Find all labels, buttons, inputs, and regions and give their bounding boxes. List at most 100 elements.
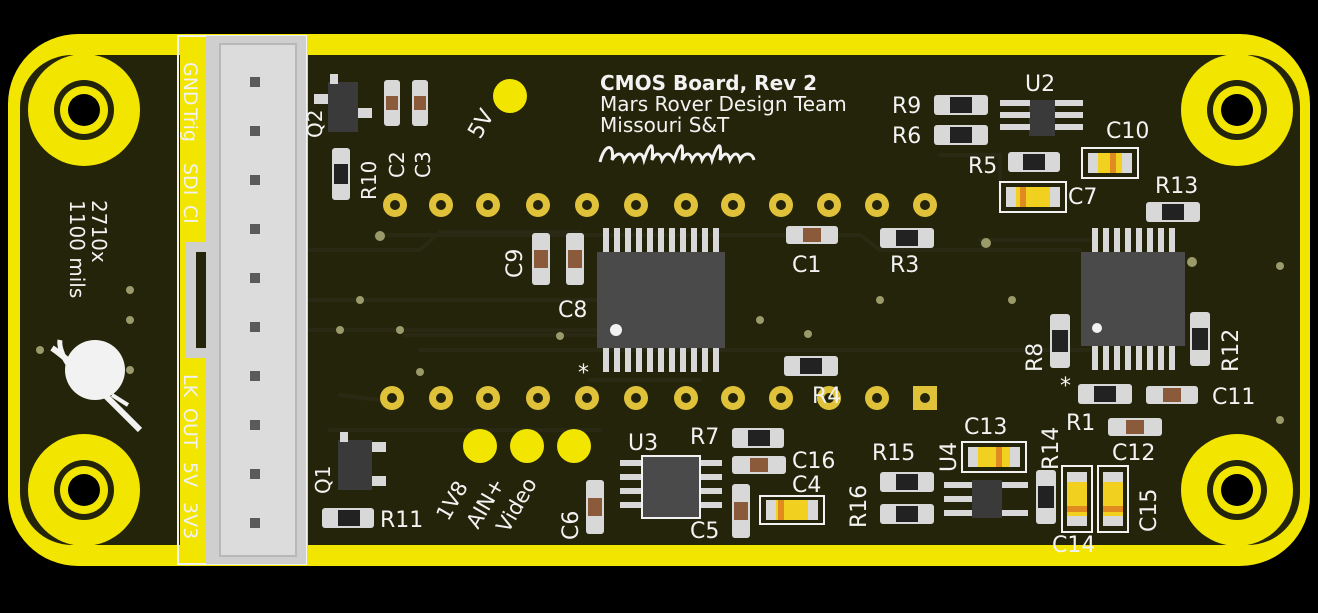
board-size-line1: 2710x (87, 200, 111, 263)
resistor-r11 (322, 508, 374, 528)
mounting-hole-bottom-left (28, 434, 140, 546)
label-c4: C4 (792, 473, 821, 498)
mounting-hole-top-right (1181, 54, 1293, 166)
pin1-marker-left: * (578, 361, 589, 386)
label-c10: C10 (1106, 119, 1149, 144)
connector-label-5v: 5V (179, 462, 201, 487)
label-c3: C3 (411, 151, 435, 178)
header-row-top (383, 193, 937, 217)
test-point-5v (493, 79, 527, 113)
label-c2: C2 (385, 151, 409, 178)
label-c8: C8 (558, 298, 587, 323)
label-u3: U3 (628, 431, 658, 456)
capacitor-c2 (384, 80, 400, 126)
label-c16: C16 (792, 449, 835, 474)
label-c11: C11 (1212, 385, 1255, 410)
capacitor-c10 (1081, 147, 1139, 179)
test-point-ain (510, 429, 544, 463)
label-c14: C14 (1052, 533, 1095, 558)
resistor-r3 (880, 228, 934, 248)
resistor-r15 (880, 472, 934, 492)
label-q2: Q2 (303, 110, 327, 138)
board-size-line2: 1100 mils (65, 200, 89, 298)
header-row-bottom (380, 386, 937, 410)
label-c9: C9 (503, 249, 528, 278)
ic-main-right (1081, 228, 1185, 370)
label-c1: C1 (792, 253, 821, 278)
label-c15: C15 (1137, 489, 1162, 532)
label-r5: R5 (968, 154, 997, 179)
label-r6: R6 (892, 124, 921, 149)
connector-label-3v3: 3V3 (179, 502, 201, 539)
capacitor-c9 (532, 233, 550, 285)
label-r12: R12 (1219, 329, 1244, 372)
label-r9: R9 (892, 94, 921, 119)
label-c13: C13 (964, 415, 1007, 440)
label-r7: R7 (690, 425, 719, 450)
mounting-hole-bottom-right (1181, 434, 1293, 546)
connector-label-gnd: GND (179, 62, 201, 106)
resistor-r14 (1036, 470, 1056, 524)
label-r15: R15 (872, 441, 915, 466)
board-title: CMOS Board, Rev 2 (600, 71, 817, 95)
label-c6: C6 (559, 511, 584, 540)
label-u4: U4 (937, 442, 962, 472)
resistor-r16 (880, 504, 934, 524)
pin1-marker-right: * (1060, 374, 1071, 399)
vias (36, 231, 1284, 424)
resistor-r12 (1190, 312, 1210, 366)
connector-label-cl: Cl (179, 205, 201, 224)
resistor-r5 (1008, 152, 1060, 172)
capacitor-c16 (732, 456, 786, 474)
capacitor-c8 (566, 233, 584, 285)
resistor-r7 (732, 428, 784, 448)
resistor-r9 (934, 95, 988, 115)
label-r11: R11 (380, 508, 423, 533)
label-r4: R4 (812, 384, 841, 409)
label-c7: C7 (1068, 185, 1097, 210)
ic-u4 (944, 480, 1028, 518)
label-r8: R8 (1023, 343, 1048, 372)
capacitor-c13 (961, 441, 1027, 473)
capacitor-c7 (999, 181, 1067, 213)
school-name: Missouri S&T (600, 113, 730, 137)
connector-label-lk: LK (179, 374, 201, 398)
capacitor-c5 (732, 484, 750, 538)
label-r3: R3 (890, 253, 919, 278)
label-r14: R14 (1039, 427, 1064, 470)
mounting-hole-top-left (28, 54, 140, 166)
team-logo (50, 339, 143, 433)
signature-mark (598, 144, 756, 166)
capacitor-c1 (786, 226, 838, 244)
label-r10: R10 (357, 161, 381, 200)
resistor-r4 (784, 356, 838, 376)
capacitor-c3 (412, 80, 428, 126)
resistor-r1 (1078, 384, 1132, 404)
resistor-r10 (332, 148, 350, 200)
ic-main-left (597, 228, 725, 372)
transistor-q2 (314, 74, 372, 132)
capacitor-c11 (1146, 386, 1198, 404)
transistor-q1 (338, 432, 386, 490)
test-point-video (557, 429, 591, 463)
team-name: Mars Rover Design Team (600, 92, 847, 116)
label-r16: R16 (847, 485, 872, 528)
connector-label-out: OUT (179, 408, 201, 449)
capacitor-c15 (1097, 465, 1129, 533)
capacitor-c4 (759, 495, 825, 525)
label-r1: R1 (1066, 411, 1095, 436)
capacitor-c12 (1108, 418, 1162, 436)
label-q1: Q1 (311, 466, 335, 494)
capacitor-c6 (586, 480, 604, 534)
ic-u2 (1000, 100, 1083, 136)
connector-label-trig: Trig (179, 107, 201, 142)
label-c5: C5 (690, 519, 719, 544)
label-r13: R13 (1155, 174, 1198, 199)
resistor-r13 (1146, 202, 1200, 222)
label-u2: U2 (1025, 72, 1055, 97)
resistor-r6 (934, 125, 988, 145)
label-c12: C12 (1112, 441, 1155, 466)
jst-connector (177, 35, 307, 565)
capacitor-c14 (1061, 465, 1093, 533)
